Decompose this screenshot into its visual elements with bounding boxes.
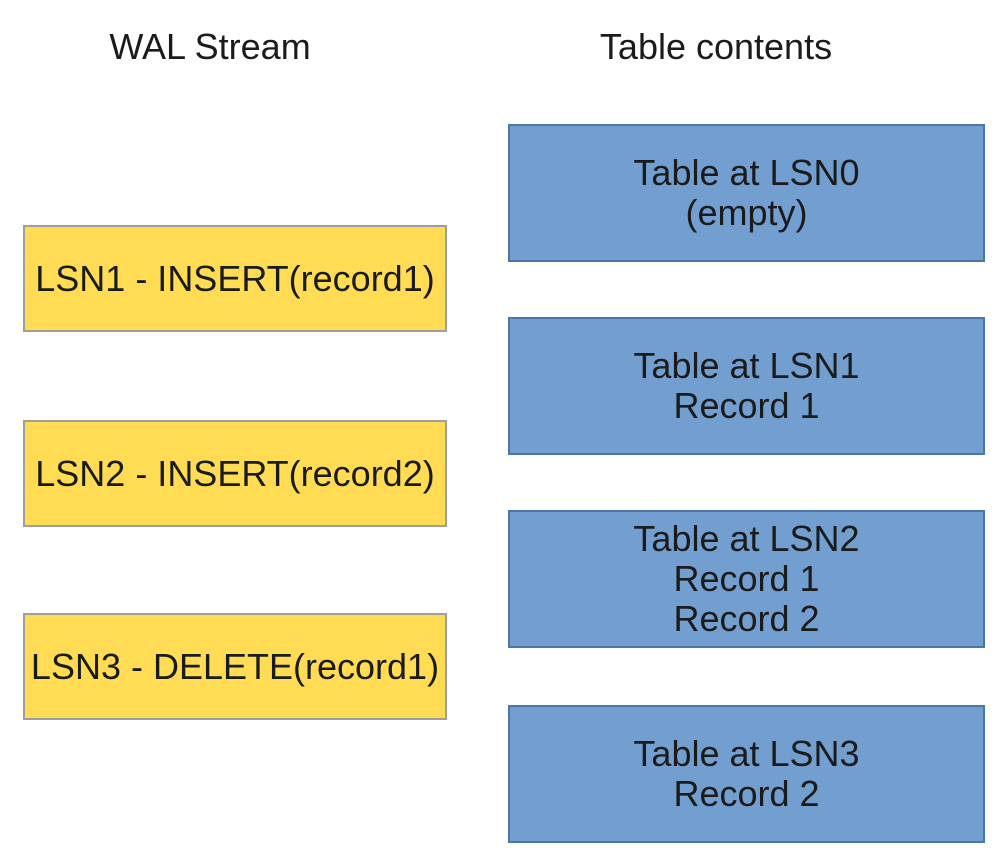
table-state-lsn3-title: Table at LSN3	[633, 733, 860, 774]
wal-stream-column-title: WAL Stream	[109, 26, 311, 67]
wal-entry-lsn2-label: LSN2 - INSERT(record2)	[35, 452, 435, 494]
wal-entry-lsn3: LSN3 - DELETE(record1)	[23, 613, 447, 720]
table-contents-column-title: Table contents	[599, 26, 833, 67]
table-state-lsn2-row-1: Record 1	[673, 558, 820, 599]
table-state-lsn0: Table at LSN0 (empty)	[508, 124, 985, 262]
table-state-lsn0-row: (empty)	[685, 192, 808, 233]
table-state-lsn1-title: Table at LSN1	[633, 345, 860, 386]
table-state-lsn2-row-2: Record 2	[673, 598, 820, 639]
table-state-lsn3: Table at LSN3 Record 2	[508, 705, 985, 843]
table-state-lsn3-row: Record 2	[673, 773, 820, 814]
table-state-lsn2: Table at LSN2 Record 1 Record 2	[508, 510, 985, 648]
table-state-lsn0-title: Table at LSN0	[633, 152, 860, 193]
table-state-lsn1-row: Record 1	[673, 385, 820, 426]
wal-entry-lsn1: LSN1 - INSERT(record1)	[23, 225, 447, 332]
wal-entry-lsn3-label: LSN3 - DELETE(record1)	[30, 645, 440, 687]
wal-entry-lsn1-label: LSN1 - INSERT(record1)	[35, 257, 435, 299]
table-state-lsn2-title: Table at LSN2	[633, 518, 860, 559]
table-state-lsn1: Table at LSN1 Record 1	[508, 317, 985, 455]
wal-entry-lsn2: LSN2 - INSERT(record2)	[23, 420, 447, 527]
